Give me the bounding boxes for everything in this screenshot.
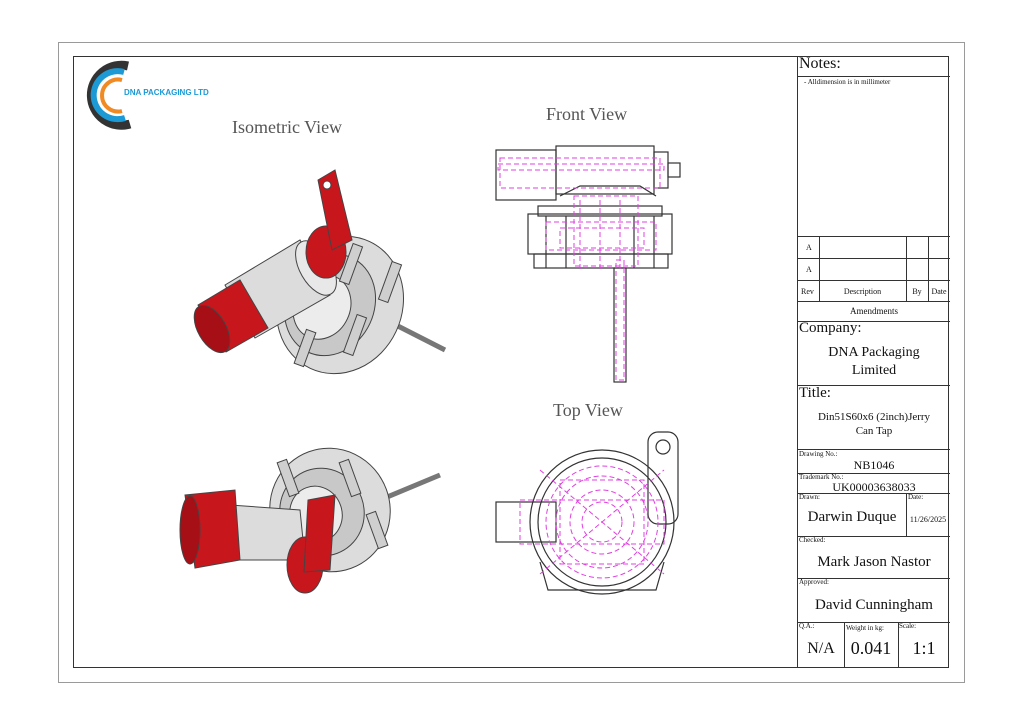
- drawing-no-label: Drawing No.:: [799, 450, 838, 458]
- weight-label: Weight in kg:: [846, 624, 884, 632]
- drawing-no-value: NB1046: [853, 458, 895, 472]
- approved-value: David Cunningham: [815, 597, 933, 613]
- checked-value: Mark Jason Nastor: [817, 554, 931, 570]
- notes-item: - Alldimension is in millimeter: [804, 78, 891, 86]
- isometric-view-label: Isometric View: [232, 117, 343, 137]
- trademark-no-label: Trademark No.:: [799, 473, 844, 481]
- amendment-rev-2: A: [806, 265, 812, 274]
- scale-value: 1:1: [912, 638, 936, 658]
- drawing-frame: [73, 56, 949, 668]
- logo-text: DNA PACKAGING LTD: [124, 88, 209, 97]
- weight-value: 0.041: [850, 638, 892, 658]
- drawn-value: Darwin Duque: [807, 509, 897, 525]
- amendments-col-by: By: [912, 287, 922, 296]
- front-view-label: Front View: [546, 104, 628, 124]
- drawing-sheet-border: [58, 42, 965, 683]
- drawn-label: Drawn:: [799, 493, 820, 501]
- trademark-no-value: UK00003638033: [832, 480, 916, 494]
- date-value: 11/26/2025: [909, 515, 947, 524]
- amendments-title: Amendments: [850, 306, 898, 316]
- title-line1: Din51S60x6 (2inch)Jerry: [817, 411, 931, 423]
- scale-label: Scale:: [899, 622, 917, 630]
- amendments-col-date: Date: [931, 287, 947, 296]
- top-view-label: Top View: [553, 400, 623, 420]
- title-line2: Can Tap: [855, 425, 893, 437]
- notes-heading: Notes:: [799, 55, 841, 72]
- title-label: Title:: [799, 385, 831, 401]
- amendments-table: A A Rev Description By Date: [798, 236, 950, 302]
- amendments-col-description: Description: [843, 287, 882, 296]
- amendments-col-rev: Rev: [801, 287, 814, 296]
- title-block: Notes: - Alldimension is in millimeter A…: [797, 55, 950, 668]
- company-name-line2: Limited: [851, 363, 897, 378]
- qa-label: Q.A.:: [799, 622, 815, 630]
- amendment-rev-1: A: [806, 243, 812, 252]
- checked-label: Checked:: [799, 536, 826, 544]
- company-name-line1: DNA Packaging: [828, 345, 920, 360]
- company-label: Company:: [799, 320, 862, 336]
- date-label: Date:: [908, 493, 924, 501]
- approved-label: Approved:: [799, 578, 829, 586]
- qa-value: N/A: [807, 640, 835, 657]
